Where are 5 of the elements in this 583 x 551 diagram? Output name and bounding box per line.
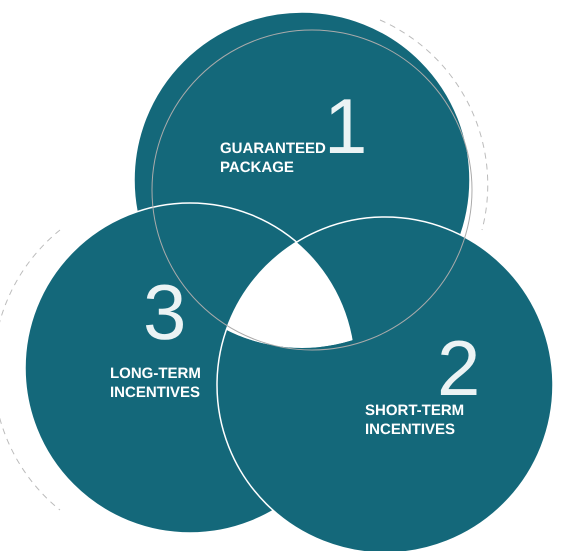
circle-label: SHORT-TERM INCENTIVES: [365, 402, 466, 440]
circle-label: GUARANTEED PACKAGE: [220, 140, 327, 178]
circle-number: 1: [324, 87, 368, 165]
circle-number: 3: [143, 273, 186, 351]
circle-label: LONG-TERM INCENTIVES: [110, 365, 202, 402]
